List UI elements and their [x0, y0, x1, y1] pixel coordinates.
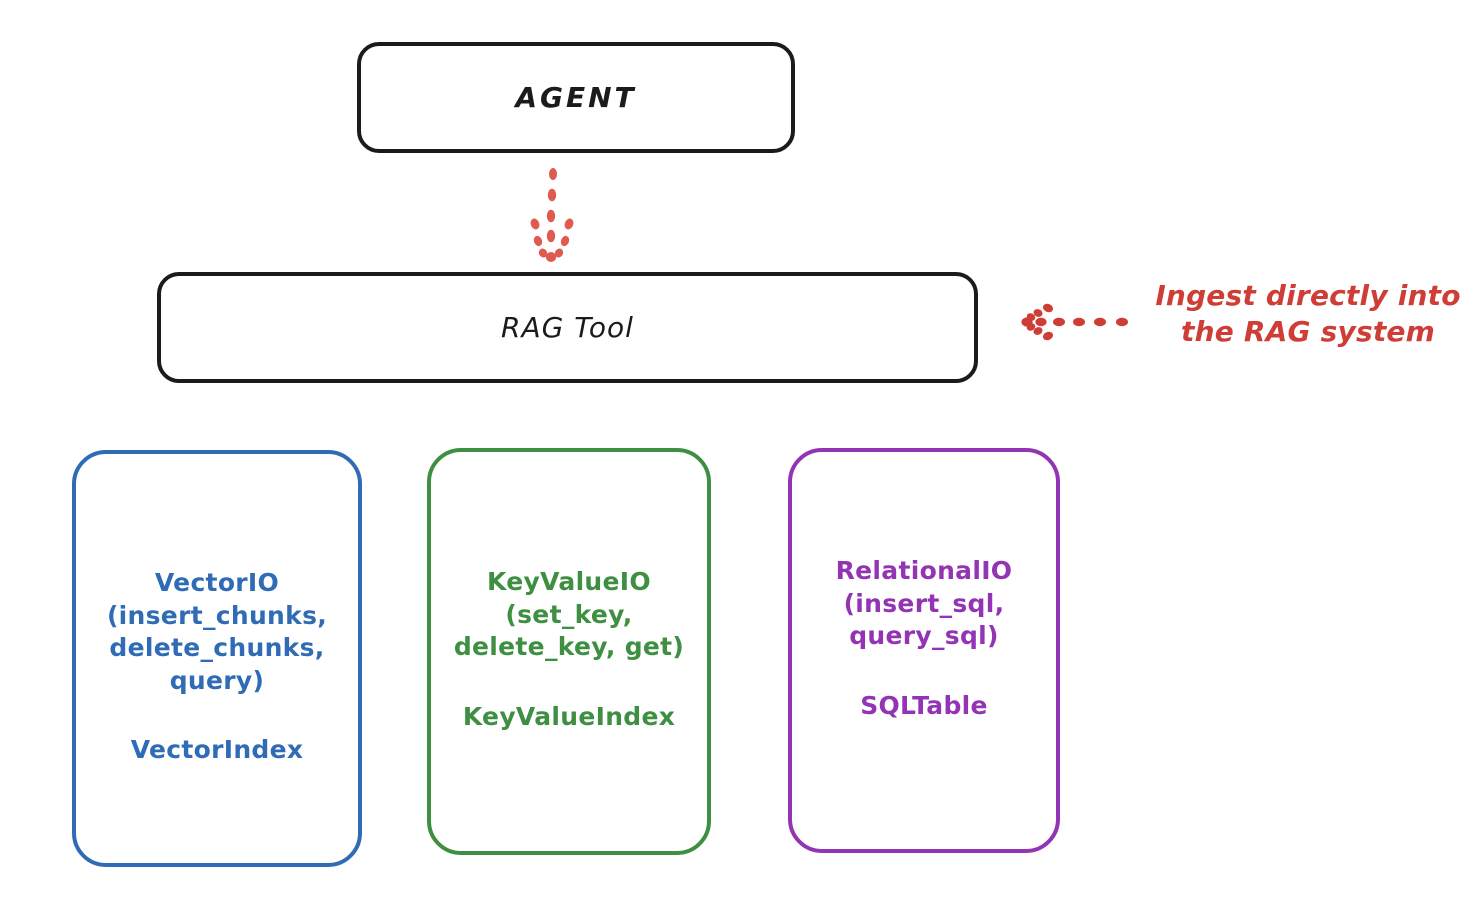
node-relational-io-api-label: RelationalIO (insert_sql, query_sql) — [835, 556, 1013, 651]
node-vector-io-api-label: VectorIO (insert_chunks, delete_chunks, … — [106, 568, 328, 695]
node-rag-tool[interactable]: RAG Tool — [157, 272, 978, 383]
node-vector-io-content: VectorIO (insert_chunks, delete_chunks, … — [107, 567, 327, 764]
node-key-value-io-entity-label: KeyValueIndex — [462, 701, 676, 731]
node-relational-io-content: RelationalIO (insert_sql, query_sql) SQL… — [836, 555, 1013, 720]
node-key-value-io[interactable]: KeyValueIO (set_key, delete_key, get) Ke… — [427, 448, 711, 855]
connector-ingest-to-rag-tool-icon — [1021, 303, 1128, 341]
connector-agent-to-rag-tool-icon — [530, 168, 574, 262]
node-agent-label: AGENT — [515, 81, 637, 114]
node-vector-io-entity-label: VectorIndex — [130, 735, 304, 764]
node-relational-io-entity-label: SQLTable — [860, 690, 988, 720]
node-key-value-io-api-label: KeyValueIO (set_key, delete_key, get) — [453, 567, 685, 662]
node-key-value-io-content: KeyValueIO (set_key, delete_key, get) Ke… — [454, 566, 684, 731]
node-relational-io[interactable]: RelationalIO (insert_sql, query_sql) SQL… — [788, 448, 1060, 853]
node-rag-tool-label: RAG Tool — [501, 311, 634, 344]
node-vector-io[interactable]: VectorIO (insert_chunks, delete_chunks, … — [72, 450, 362, 867]
annotation-ingest-label: Ingest directly into the RAG system — [1155, 279, 1461, 349]
node-agent[interactable]: AGENT — [357, 42, 795, 153]
